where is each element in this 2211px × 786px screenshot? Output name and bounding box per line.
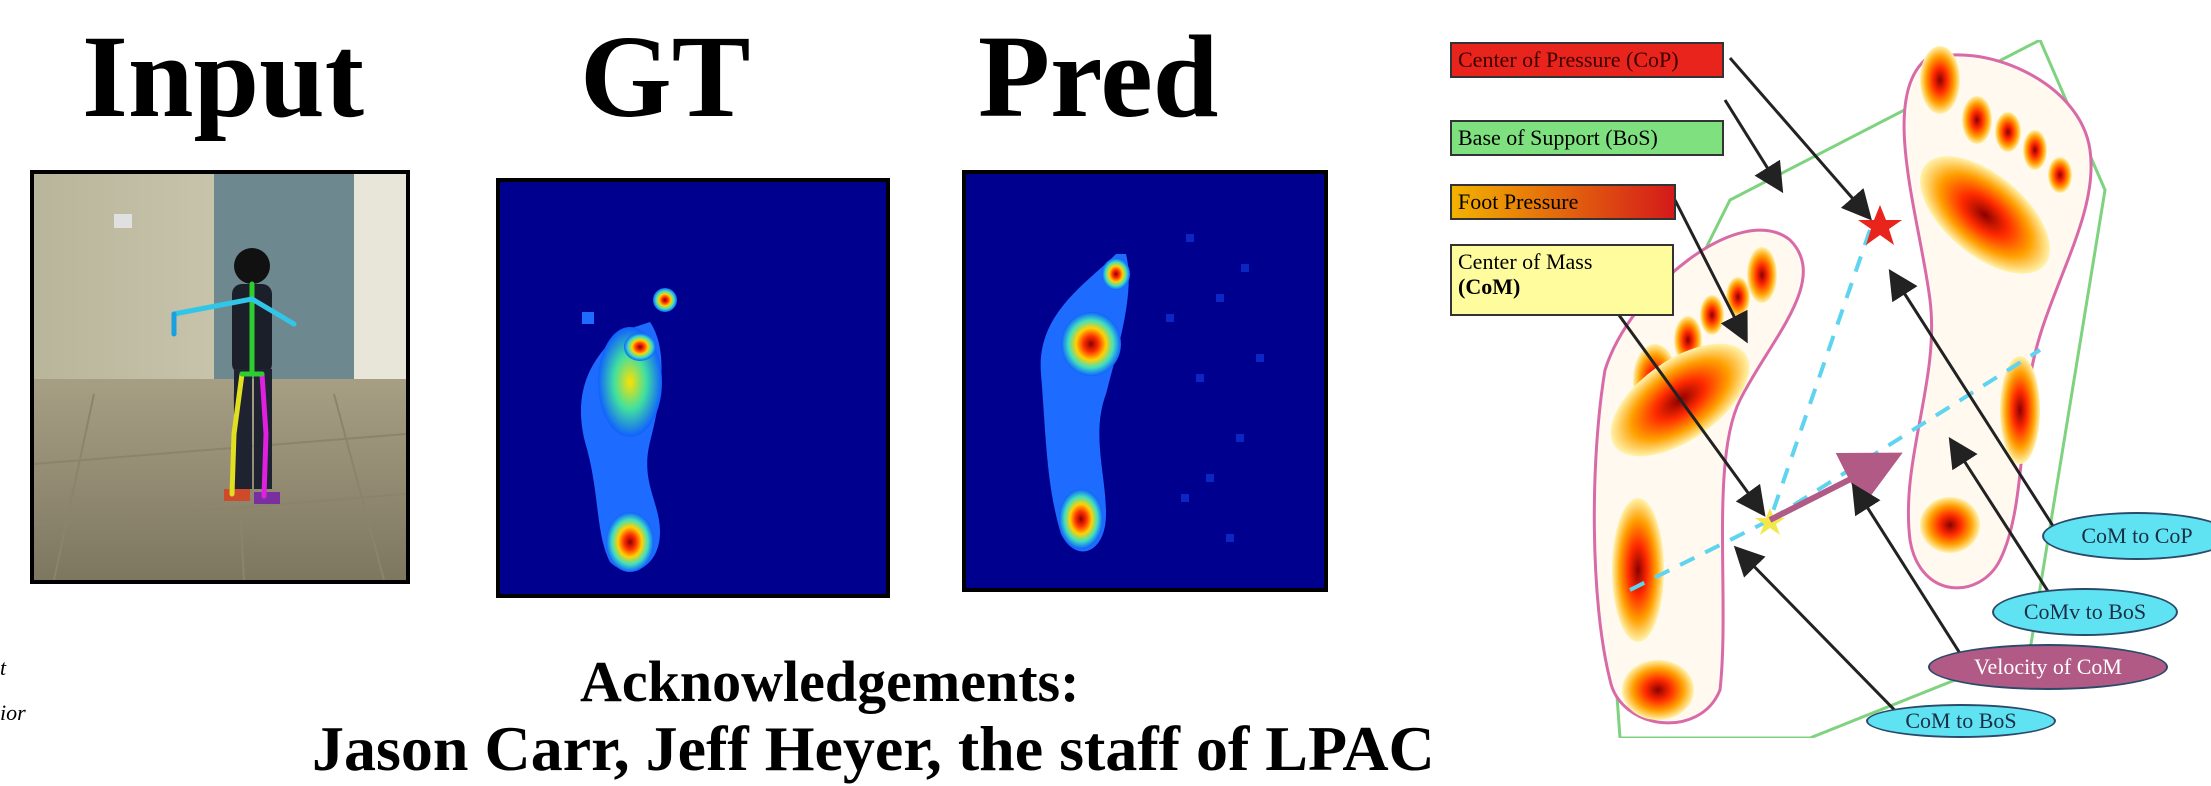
right-toe-pressure-2: [1962, 96, 1992, 144]
foot-pressure-label: Foot Pressure: [1450, 184, 1676, 220]
bos-label-text: Base of Support (BoS): [1458, 125, 1658, 150]
foot-pressure-label-text: Foot Pressure: [1458, 189, 1579, 214]
bos-label: Base of Support (BoS): [1450, 120, 1724, 156]
left-toe-pressure-4: [1726, 277, 1750, 317]
right-toe-pressure-5: [2048, 157, 2072, 193]
com-label-line2: (CoM): [1458, 274, 1521, 300]
gt-heatmap-illustration: [580, 288, 677, 572]
foot-diagram-svg: [1592, 40, 2107, 738]
com-label: Center of Mass (CoM): [1450, 244, 1674, 316]
right-midfoot-pressure: [2000, 356, 2040, 464]
velocity-com-text: Velocity of CoM: [1974, 654, 2122, 679]
left-toe-pressure-3: [1700, 295, 1724, 335]
cop-label-text: Center of Pressure (CoP): [1458, 47, 1679, 72]
right-toe-pressure-1: [1920, 46, 1960, 114]
com-to-bos-bubble: CoM to BoS: [1866, 704, 2056, 738]
edge-fragment-top: t: [0, 655, 7, 680]
right-toe-pressure-4: [2023, 130, 2047, 170]
input-photo-illustration: [34, 174, 406, 580]
right-forefoot-pressure: [1919, 156, 2051, 274]
left-heel-pressure: [1622, 660, 1694, 720]
com-label-line1: Center of Mass: [1458, 249, 1593, 274]
input-title: Input: [82, 11, 365, 142]
acknowledgements-title: Acknowledgements:: [580, 649, 1080, 714]
left-midfoot-pressure: [1612, 498, 1664, 642]
input-photo: [30, 170, 410, 584]
comv-to-bos-bubble: CoMv to BoS: [1992, 588, 2178, 636]
velocity-com-bubble: Velocity of CoM: [1928, 644, 2168, 690]
com-marker: [1755, 508, 1785, 535]
gt-heatmap: [496, 178, 890, 598]
cop-label: Center of Pressure (CoP): [1450, 42, 1724, 78]
com-to-cop-bubble: CoM to CoP: [2042, 512, 2211, 560]
pred-title: Pred: [978, 11, 1219, 142]
right-heel-pressure: [1920, 497, 1980, 553]
acknowledgements-text: Jason Carr, Jeff Heyer, the staff of LPA…: [312, 713, 1435, 784]
com-to-bos-text: CoM to BoS: [1905, 708, 2017, 733]
com-to-cop-text: CoM to CoP: [2081, 523, 2193, 548]
pred-heatmap-illustration: [1040, 234, 1264, 552]
biomechanics-diagram: Center of Pressure (CoP) Base of Support…: [1440, 40, 2211, 738]
cop-marker: [1858, 205, 1902, 245]
gt-title: GT: [580, 11, 751, 142]
pred-heatmap: [962, 170, 1328, 592]
edge-fragment-bottom: ior: [0, 700, 26, 725]
comv-to-bos-text: CoMv to BoS: [2023, 599, 2147, 624]
right-toe-pressure-3: [1995, 112, 2021, 152]
left-toe-pressure-5: [1747, 247, 1777, 303]
